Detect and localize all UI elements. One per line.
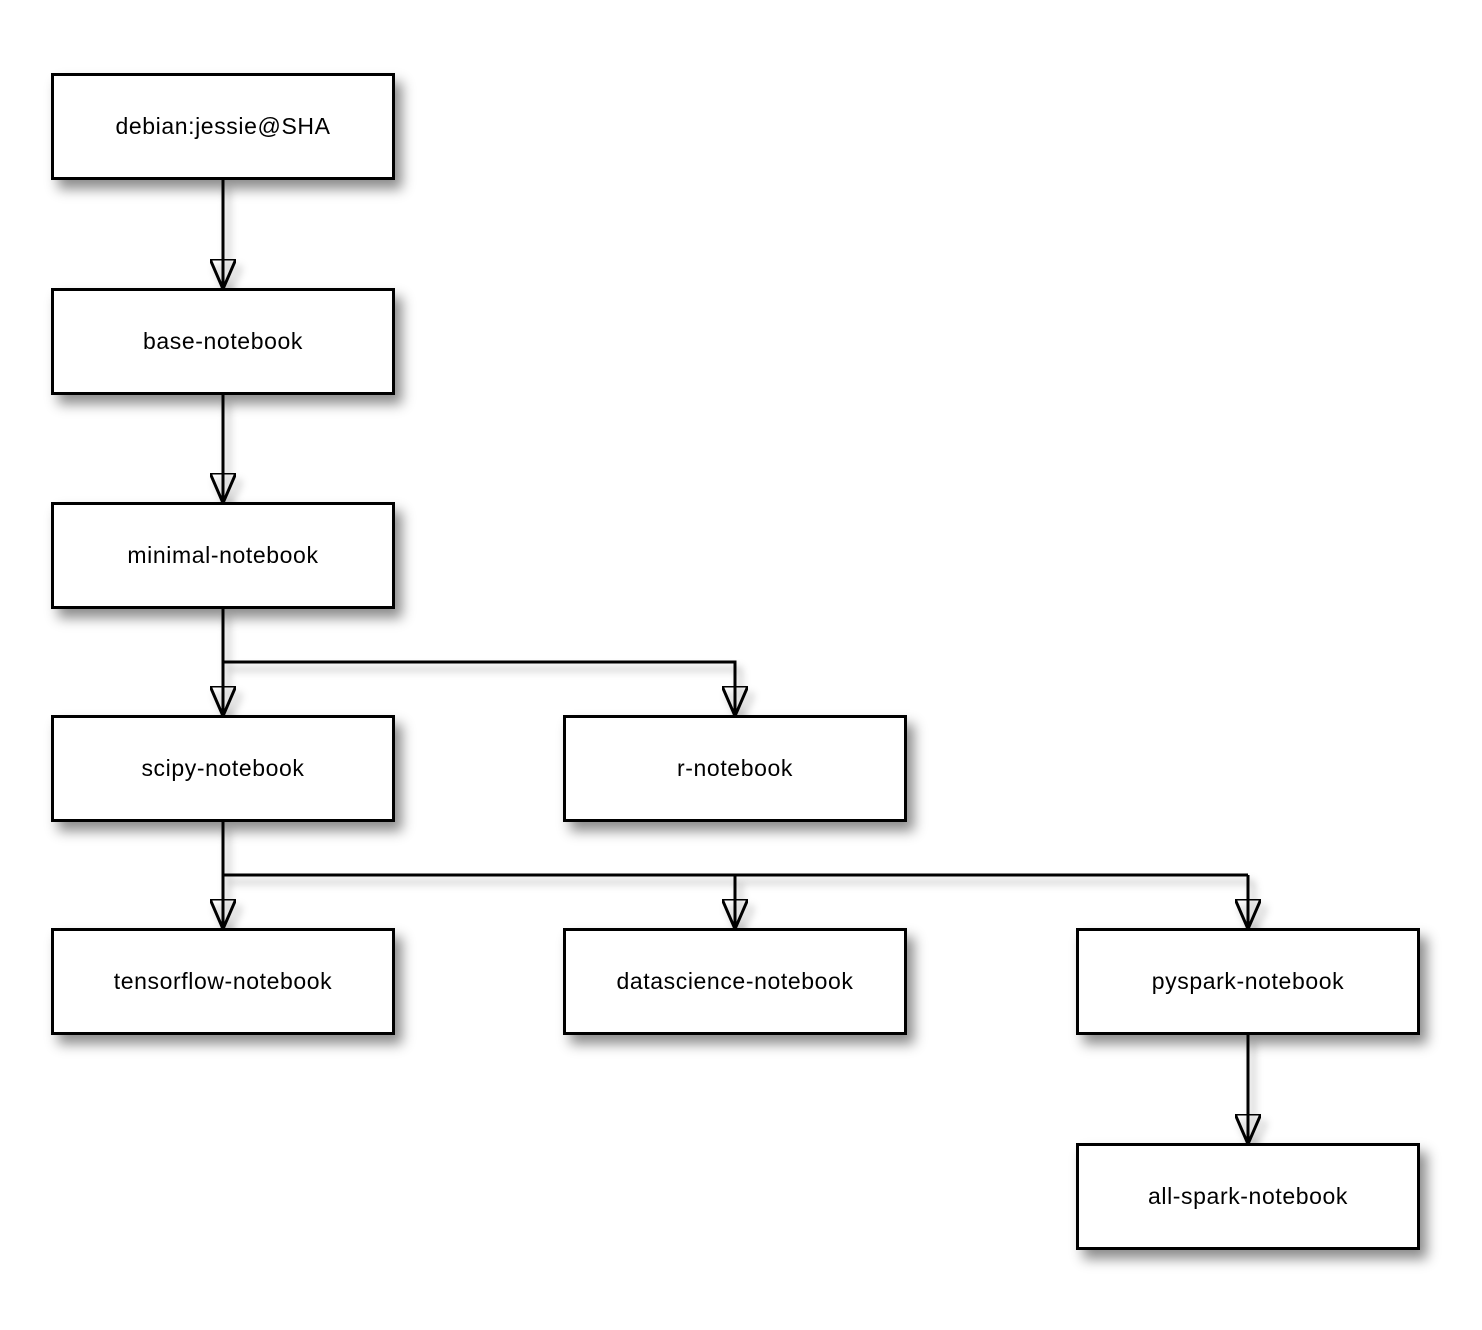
node-pyspark-notebook: pyspark-notebook (1076, 928, 1420, 1035)
node-label-r-notebook: r-notebook (677, 755, 793, 781)
edge-minimal-to-r (223, 660, 735, 715)
node-base-notebook: base-notebook (51, 288, 395, 395)
node-label-datascience-notebook: datascience-notebook (616, 968, 854, 994)
node-scipy-notebook: scipy-notebook (51, 715, 395, 822)
node-label-pyspark-notebook: pyspark-notebook (1151, 968, 1345, 994)
node-label-debian-jessie: debian:jessie@SHA (115, 113, 331, 139)
node-label-base-notebook: base-notebook (143, 328, 303, 354)
node-label-minimal-notebook: minimal-notebook (127, 542, 319, 568)
edge-scipy-bus (221, 822, 1248, 877)
node-label-all-spark-notebook: all-spark-notebook (1147, 1183, 1348, 1209)
node-label-scipy-notebook: scipy-notebook (141, 755, 305, 781)
node-r-notebook: r-notebook (563, 715, 907, 822)
node-debian-jessie: debian:jessie@SHA (51, 73, 395, 180)
node-datascience-notebook: datascience-notebook (563, 928, 907, 1035)
node-tensorflow-notebook: tensorflow-notebook (51, 928, 395, 1035)
node-label-tensorflow-notebook: tensorflow-notebook (113, 968, 333, 994)
node-minimal-notebook: minimal-notebook (51, 502, 395, 609)
node-all-spark-notebook: all-spark-notebook (1076, 1143, 1420, 1250)
